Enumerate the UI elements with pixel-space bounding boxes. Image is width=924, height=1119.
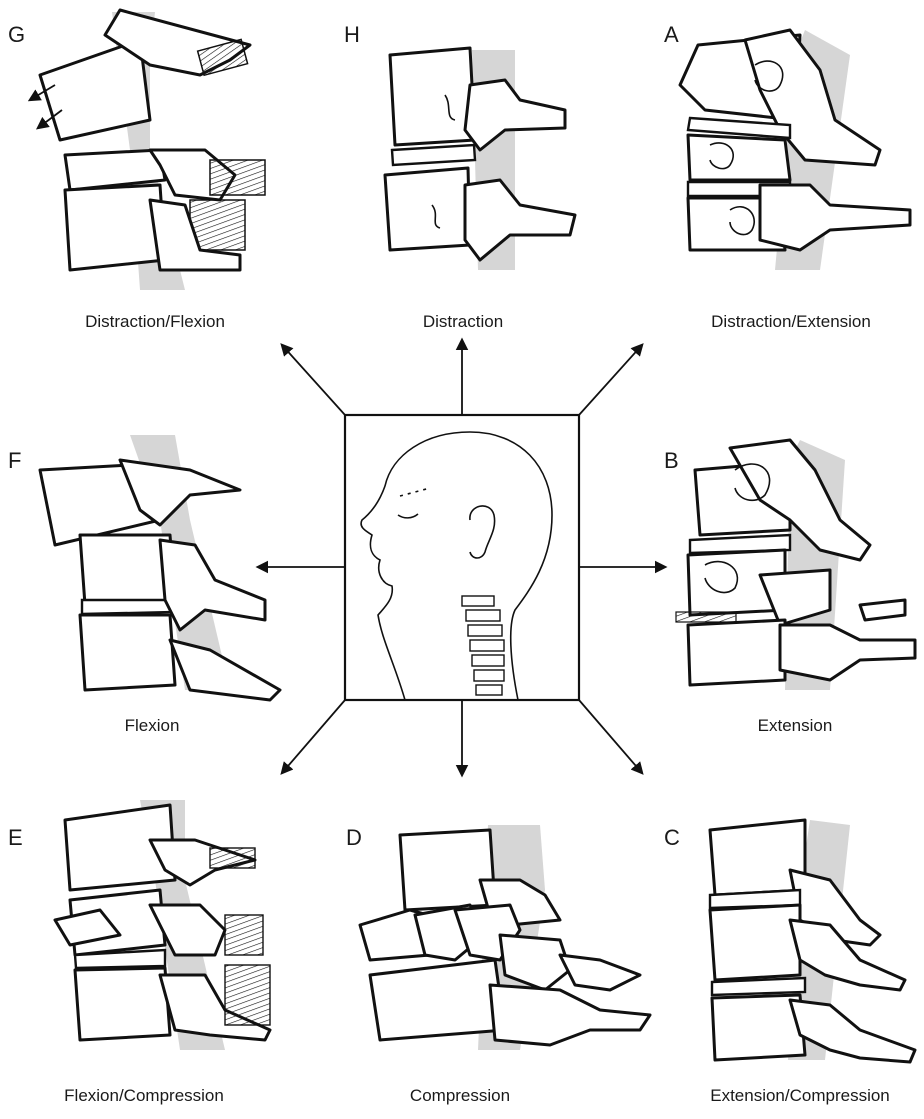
center-box	[345, 415, 579, 700]
panel-b-illustration	[676, 440, 915, 690]
arrow-distraction-flexion	[282, 345, 345, 415]
panel-d-illustration	[360, 825, 650, 1050]
panel-c-illustration	[710, 820, 915, 1062]
center-head-figure	[345, 415, 579, 700]
arrow-distraction-extension	[579, 345, 642, 415]
arrow-extension-compression	[579, 700, 642, 773]
panel-a-illustration	[680, 30, 910, 270]
panel-g-illustration	[30, 10, 265, 290]
arrow-flexion-compression	[282, 700, 345, 773]
panel-f-illustration	[40, 435, 280, 700]
panel-e-illustration	[55, 800, 270, 1050]
panel-h-illustration	[385, 48, 575, 270]
